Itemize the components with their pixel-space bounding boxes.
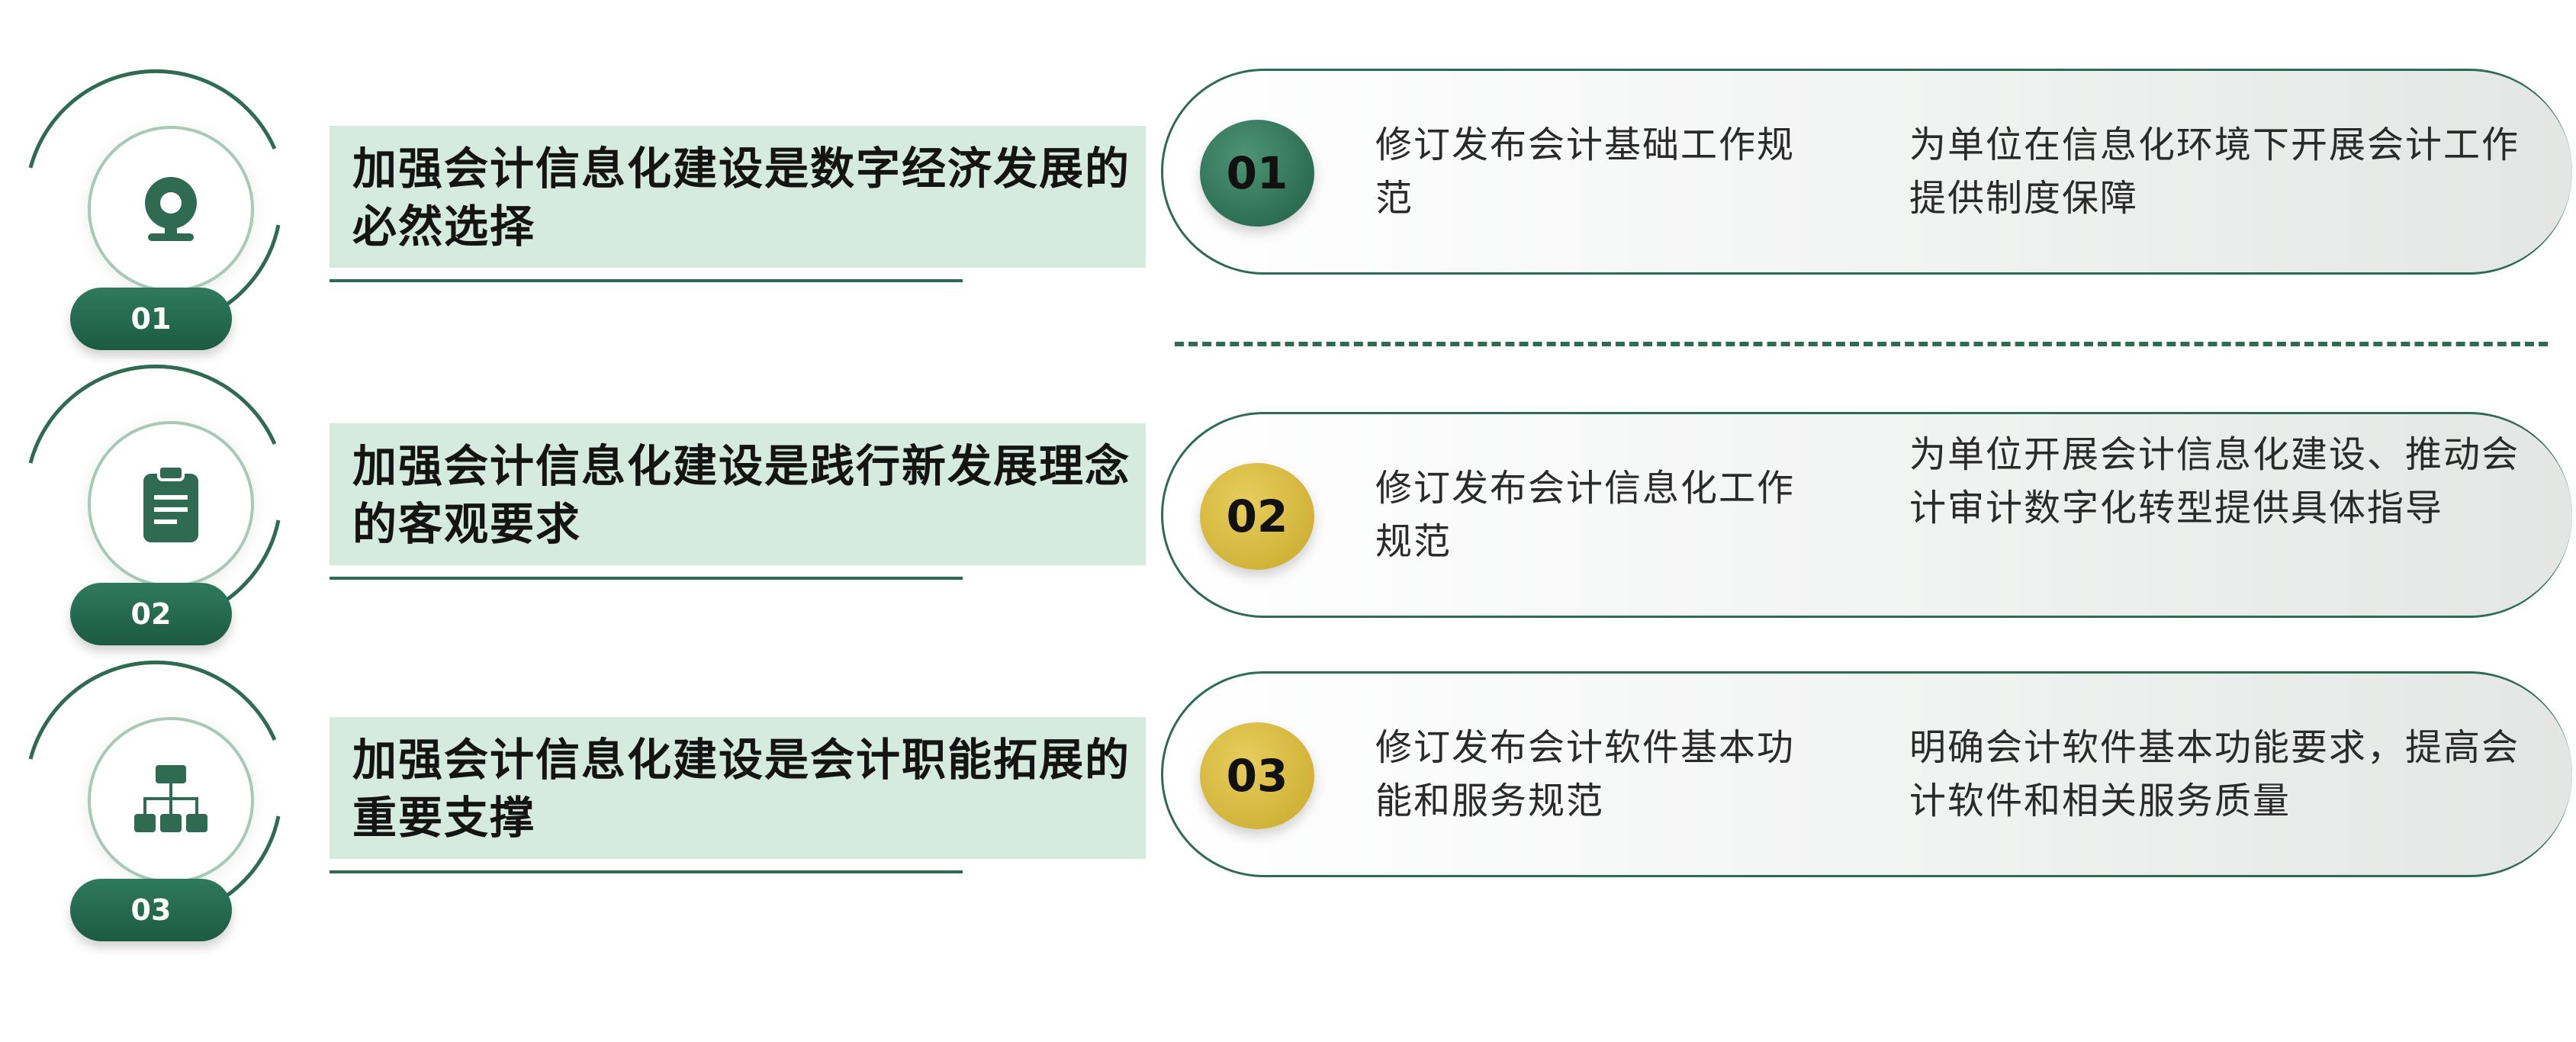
item-heading: 加强会计信息化建设是会计职能拓展的重要支撑: [330, 717, 1146, 859]
item-row-1: 01 修订发布会计基础工作规范 为单位在信息化环境下开展会计工作提供制度保障: [1161, 69, 2572, 275]
row-number-badge: 03: [1200, 722, 1314, 829]
row-action-text: 修订发布会计基础工作规范: [1375, 124, 1796, 220]
heading-underline: [330, 279, 963, 282]
icon-disc: [88, 717, 254, 883]
heading-underline: [330, 870, 963, 873]
row-result-text: 明确会计软件基本功能要求，提高会计软件和相关服务质量: [1909, 726, 2520, 822]
row-result-text: 为单位开展会计信息化建设、推动会计审计数字化转型提供具体指导: [1909, 433, 2520, 529]
item-number-pill: 03: [70, 879, 232, 941]
item-row-3: 03 修订发布会计软件基本功能和服务规范 明确会计软件基本功能要求，提高会计软件…: [1161, 671, 2572, 877]
icon-disc: [88, 126, 254, 292]
hierarchy-icon: [134, 765, 207, 832]
dashed-divider: [1175, 342, 2548, 346]
webcam-icon: [145, 177, 197, 241]
heading-underline: [330, 577, 963, 580]
row-result-text: 为单位在信息化环境下开展会计工作提供制度保障: [1909, 124, 2520, 220]
clipboard-icon: [143, 465, 198, 542]
row-number-badge: 01: [1200, 120, 1314, 227]
item-number-pill: 01: [70, 288, 232, 350]
item-row-2: 02 修订发布会计信息化工作规范 为单位开展会计信息化建设、推动会计审计数字化转…: [1161, 412, 2572, 618]
item-number-pill: 02: [70, 583, 232, 645]
item-heading: 加强会计信息化建设是践行新发展理念的客观要求: [330, 423, 1146, 565]
row-action-text: 修订发布会计信息化工作规范: [1375, 467, 1796, 563]
row-action-text: 修订发布会计软件基本功能和服务规范: [1375, 726, 1796, 822]
icon-block-3: 03: [15, 656, 297, 969]
icon-block-1: 01: [15, 65, 297, 378]
row-number-badge: 02: [1200, 463, 1314, 570]
icon-disc: [88, 421, 254, 587]
icon-block-2: 02: [15, 360, 297, 673]
item-heading: 加强会计信息化建设是数字经济发展的必然选择: [330, 126, 1146, 268]
